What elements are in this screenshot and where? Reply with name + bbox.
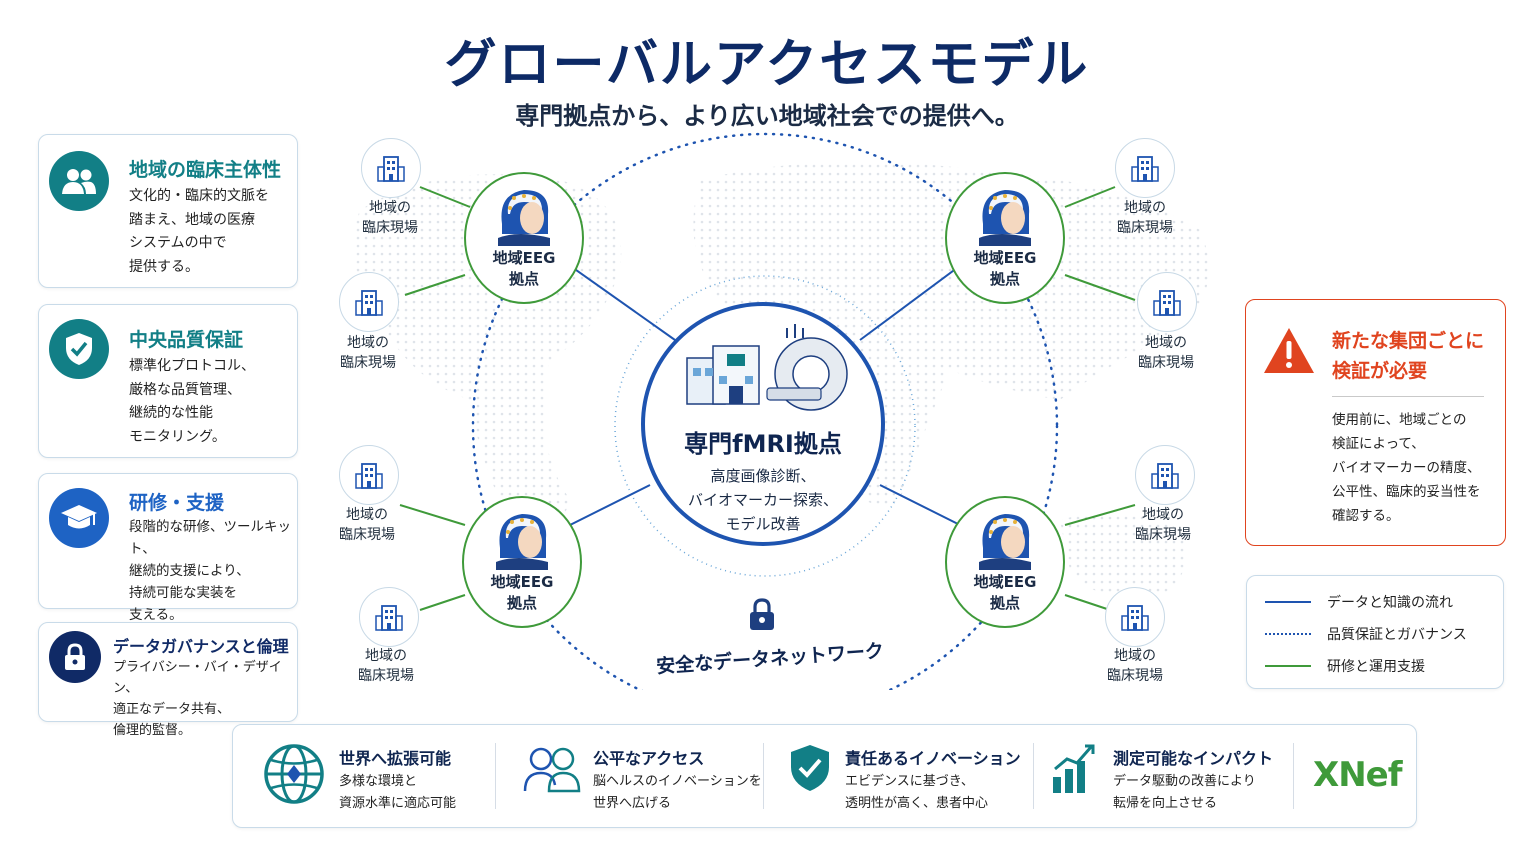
- bar-chart-icon: [1053, 744, 1095, 793]
- eeg-node-label: 地域EEG 拠点: [492, 249, 556, 288]
- building-icon: [1135, 445, 1195, 505]
- eeg-node-top-right: 地域EEG 拠点: [945, 172, 1065, 304]
- card-training: 研修・支援 段階的な研修、ツールキット、 継続的支援により、 持続可能な実装を …: [38, 473, 298, 623]
- lock-icon: [49, 631, 101, 683]
- benefit-body: 多様な環境と 資源水準に適応可能: [339, 774, 457, 811]
- outer-governance-ring: [471, 132, 1059, 690]
- clinic-label: 地域の 臨床現場: [362, 200, 418, 236]
- benefit-title: 責任あるイノベーション: [845, 749, 1021, 768]
- divider: [1033, 743, 1034, 809]
- globe-icon: [264, 744, 324, 804]
- xnef-logo: XNef: [1313, 755, 1403, 795]
- inner-governance-ring: [614, 275, 916, 577]
- eeg-head-icon: [979, 514, 1031, 570]
- divider: [495, 743, 496, 809]
- eeg-node-label: 地域EEG 拠点: [973, 249, 1037, 288]
- clinic-label: 地域の 臨床現場: [1117, 200, 1173, 236]
- benefit-title: 測定可能なインパクト: [1113, 749, 1274, 768]
- clinic-label: 地域の 臨床現場: [1135, 507, 1191, 543]
- card-body: 標準化プロトコル、 厳格な品質管理、 継続的な性能 モニタリング。: [129, 358, 255, 445]
- card-body: 文化的・臨床的文脈を 踏まえ、地域の医療 システムの中で 提供する。: [129, 188, 269, 275]
- legend-swatch-solid-green: [1265, 665, 1311, 667]
- page-subtitle: 専門拠点から、より広い地域社会での提供へ。: [515, 102, 1019, 130]
- validation-warning-card: 新たな集団ごとに 検証が必要 使用前に、地域ごとの 検証によって、 バイオマーカ…: [1245, 299, 1506, 546]
- building-icon: [359, 587, 419, 647]
- legend: データと知識の流れ 品質保証とガバナンス 研修と運用支援: [1246, 575, 1504, 689]
- legend-item: 研修と運用支援: [1265, 656, 1425, 676]
- building-icon: [1105, 587, 1165, 647]
- legend-swatch-dotted-blue: [1265, 633, 1311, 635]
- legend-label: データと知識の流れ: [1327, 595, 1453, 611]
- eeg-node-bottom-right: 地域EEG 拠点: [945, 496, 1065, 628]
- legend-swatch-solid-blue: [1265, 601, 1311, 603]
- shield-check-icon: [49, 319, 109, 379]
- benefit-measurable-impact: 測定可能なインパクト データ駆動の改善により 転帰を向上させる: [1051, 739, 1291, 815]
- clinic-label: 地域の 臨床現場: [1107, 648, 1163, 684]
- hospital-mri-icon: [686, 324, 848, 411]
- clinic-label: 地域の 臨床現場: [340, 335, 396, 371]
- warning-icon: [1264, 328, 1314, 373]
- support-line: [1064, 504, 1136, 526]
- eeg-node-top-left: 地域EEG 拠点: [464, 172, 584, 304]
- benefit-title: 世界へ拡張可能: [339, 749, 452, 768]
- legend-item: 品質保証とガバナンス: [1265, 624, 1467, 644]
- building-icon: [361, 138, 421, 198]
- card-body: 段階的な研修、ツールキット、 継続的支援により、 持続可能な実装を 支える。: [129, 519, 291, 623]
- card-title: データガバナンスと倫理: [113, 637, 289, 656]
- support-line: [419, 594, 466, 611]
- warning-divider: [1332, 396, 1484, 397]
- benefit-scalable: 世界へ拡張可能 多様な環境と 資源水準に適応可能: [263, 739, 503, 815]
- card-title: 地域の臨床主体性: [129, 159, 282, 181]
- support-line: [1064, 186, 1116, 208]
- building-icon: [339, 272, 399, 332]
- warning-body: 使用前に、地域ごとの 検証によって、 バイオマーカーの精度、 公平性、臨床的妥当…: [1332, 412, 1481, 524]
- card-governance: データガバナンスと倫理 プライバシー・バイ・デザイン、 適正なデータ共有、 倫理…: [38, 622, 298, 738]
- bottom-benefits-bar: 世界へ拡張可能 多様な環境と 資源水準に適応可能 公平なアクセス 脳ヘルスのイノ…: [232, 724, 1417, 828]
- benefit-equitable-access: 公平なアクセス 脳ヘルスのイノベーションを 世界へ広げる: [523, 739, 763, 815]
- shield-check-icon: [791, 745, 829, 791]
- legend-label: 品質保証とガバナンス: [1327, 627, 1467, 643]
- warning-title: 新たな集団ごとに 検証が必要: [1332, 330, 1485, 382]
- card-local-ownership: 地域の臨床主体性 文化的・臨床的文脈を 踏まえ、地域の医療 システムの中で 提供…: [38, 134, 298, 288]
- building-icon: [1137, 272, 1197, 332]
- eeg-node-bottom-left: 地域EEG 拠点: [462, 496, 582, 628]
- hub-title: 専門fMRI拠点: [684, 430, 842, 458]
- benefit-body: 脳ヘルスのイノベーションを 世界へ広げる: [593, 774, 762, 811]
- legend-item: データと知識の流れ: [1265, 592, 1453, 612]
- benefit-title: 公平なアクセス: [593, 749, 705, 768]
- divider: [763, 743, 764, 809]
- central-fmri-hub: 専門fMRI拠点 高度画像診断、 バイオマーカー探索、 モデル改善: [641, 302, 885, 546]
- support-line: [404, 274, 466, 296]
- building-icon: [1115, 138, 1175, 198]
- eeg-node-label: 地域EEG 拠点: [490, 573, 554, 612]
- legend-label: 研修と運用支援: [1327, 659, 1425, 675]
- network-diagram: [399, 132, 1136, 690]
- support-line: [1064, 594, 1111, 611]
- clinic-label: 地域の 臨床現場: [358, 648, 414, 684]
- support-line: [399, 504, 466, 526]
- benefit-responsible-innovation: 責任あるイノベーション エビデンスに基づき、 透明性が高く、患者中心: [789, 739, 1029, 815]
- lock-icon: [750, 598, 774, 630]
- eeg-head-icon: [496, 514, 548, 570]
- divider: [1293, 743, 1294, 809]
- benefit-body: データ駆動の改善により 転帰を向上させる: [1113, 774, 1256, 811]
- card-central-qa: 中央品質保証 標準化プロトコル、 厳格な品質管理、 継続的な性能 モニタリング。: [38, 304, 298, 458]
- eeg-head-icon: [498, 190, 550, 246]
- benefit-body: エビデンスに基づき、 透明性が高く、患者中心: [845, 774, 989, 811]
- card-title: 研修・支援: [129, 492, 225, 514]
- graduation-cap-icon: [49, 488, 109, 548]
- people-outline-icon: [523, 747, 581, 793]
- clinic-label: 地域の 臨床現場: [339, 507, 395, 543]
- support-line: [419, 186, 471, 208]
- people-icon: [49, 151, 109, 211]
- support-line: [1064, 274, 1136, 301]
- eeg-head-icon: [979, 190, 1031, 246]
- card-title: 中央品質保証: [129, 329, 244, 351]
- hub-body: 高度画像診断、 バイオマーカー探索、 モデル改善: [687, 467, 838, 533]
- page-title: グローバルアクセスモデル: [444, 35, 1090, 95]
- building-icon: [339, 445, 399, 505]
- card-body: プライバシー・バイ・デザイン、 適正なデータ共有、 倫理的監督。: [113, 660, 282, 738]
- eeg-node-label: 地域EEG 拠点: [973, 573, 1037, 612]
- clinic-label: 地域の 臨床現場: [1138, 335, 1194, 371]
